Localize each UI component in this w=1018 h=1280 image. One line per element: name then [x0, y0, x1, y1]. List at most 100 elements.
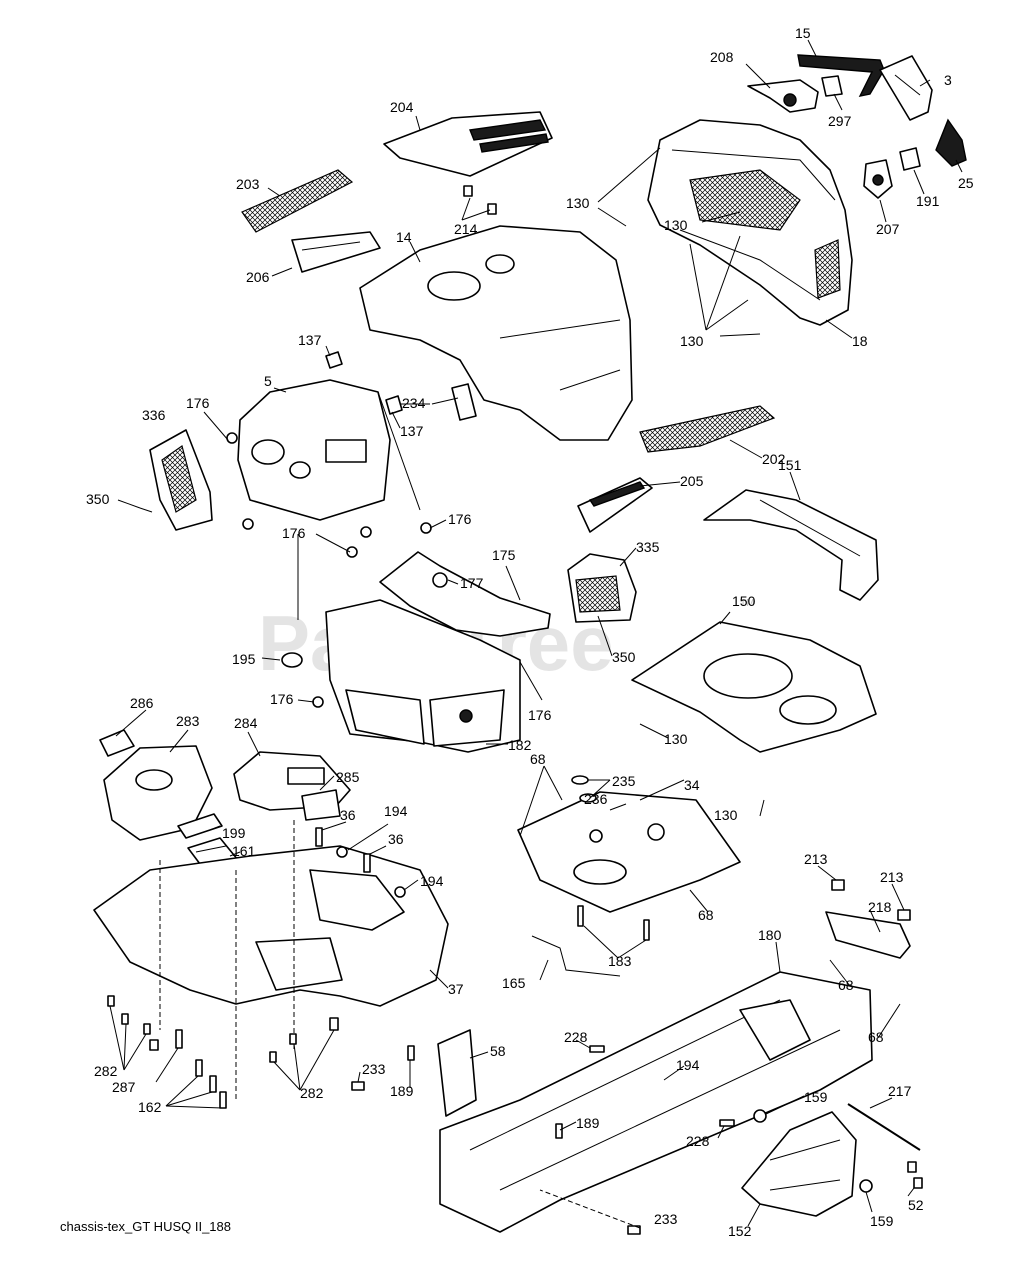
callout-37: 37 [448, 981, 464, 997]
callout-137-a: 137 [298, 332, 322, 348]
callout-152: 152 [728, 1223, 752, 1239]
callout-218: 218 [868, 899, 892, 915]
part-180-frame [439, 971, 873, 1233]
part-203-grille [241, 169, 354, 233]
part-286-cap [99, 729, 135, 757]
callout-205: 205 [680, 473, 704, 489]
part-150-pan [631, 621, 877, 753]
part-234-plate [451, 383, 477, 421]
part-297-clip [821, 75, 843, 97]
part-37-body [93, 820, 449, 1100]
part-182-front-cover [325, 599, 521, 753]
callout-208: 208 [710, 49, 734, 65]
callout-176-b: 176 [282, 525, 306, 541]
callout-194-b: 194 [420, 873, 444, 889]
callout-58: 58 [490, 1043, 506, 1059]
part-208-bracket [747, 79, 819, 113]
callout-130-c: 130 [680, 333, 704, 349]
callout-234: 234 [402, 395, 426, 411]
part-195-plug [281, 652, 303, 668]
callout-203: 203 [236, 176, 260, 192]
callout-5: 5 [264, 373, 272, 389]
part-204-cover [383, 111, 553, 177]
callout-137-b: 137 [400, 423, 424, 439]
callout-18: 18 [852, 333, 868, 349]
callout-350-b: 350 [612, 649, 636, 665]
part-350-screw-left [139, 507, 153, 513]
callout-207: 207 [876, 221, 900, 237]
callout-204: 204 [390, 99, 414, 115]
callout-180: 180 [758, 927, 782, 943]
callout-130-d: 130 [664, 731, 688, 747]
part-205-trim [577, 477, 653, 533]
callout-68-a: 68 [530, 751, 546, 767]
part-202-grille [639, 405, 776, 453]
callout-159-b: 159 [870, 1213, 894, 1229]
callout-130-e: 130 [714, 807, 738, 823]
callout-283: 283 [176, 713, 200, 729]
callout-213-b: 213 [880, 869, 904, 885]
callout-233-a: 233 [362, 1061, 386, 1077]
leader-lines [109, 39, 963, 1229]
part-189-bolts [407, 1045, 563, 1139]
part-206-bracket [291, 231, 381, 273]
part-36-bolts [315, 827, 371, 873]
part-162-screws [195, 1059, 227, 1109]
part-183-bolts [577, 905, 650, 941]
part-58-bracket [437, 1029, 477, 1117]
part-176-fasteners [226, 432, 432, 708]
callout-151: 151 [778, 457, 802, 473]
callout-235: 235 [612, 773, 636, 789]
part-228-bolts [589, 1045, 735, 1127]
callout-labels: 15 208 3 297 25 204 191 207 203 130 214 … [86, 25, 974, 1239]
callout-336: 336 [142, 407, 166, 423]
callout-68-b: 68 [698, 907, 714, 923]
callout-161: 161 [232, 843, 256, 859]
callout-199: 199 [222, 825, 246, 841]
callout-175: 175 [492, 547, 516, 563]
part-18-hood [647, 119, 853, 326]
part-285-handle [301, 789, 341, 821]
callout-284: 284 [234, 715, 258, 731]
callout-36-b: 36 [388, 831, 404, 847]
part-137-clip-top [325, 351, 343, 369]
callout-150: 150 [732, 593, 756, 609]
callout-287: 287 [112, 1079, 136, 1095]
part-283-fender-left [103, 745, 213, 841]
callout-189-a: 189 [390, 1083, 414, 1099]
callout-159-a: 159 [804, 1089, 828, 1105]
part-52-clips [907, 1161, 923, 1189]
part-191-clip [899, 147, 921, 171]
part-137-clip-side [385, 395, 403, 415]
diagram-caption: chassis-tex_GT HUSQ II_188 [60, 1219, 231, 1234]
callout-68-d: 68 [868, 1029, 884, 1045]
callout-191: 191 [916, 193, 940, 209]
part-3-panel [879, 55, 933, 121]
callout-34: 34 [684, 777, 700, 793]
callout-350-a: 350 [86, 491, 110, 507]
callout-195: 195 [232, 651, 256, 667]
callout-130-b: 130 [664, 217, 688, 233]
callout-183: 183 [608, 953, 632, 969]
callout-206: 206 [246, 269, 270, 285]
callout-297: 297 [828, 113, 852, 129]
callout-335: 335 [636, 539, 660, 555]
callout-214: 214 [454, 221, 478, 237]
callout-162: 162 [138, 1099, 162, 1115]
part-14-dash-panel [359, 225, 633, 441]
callout-3: 3 [944, 72, 952, 88]
callout-182: 182 [508, 737, 532, 753]
part-336-side-panel [149, 429, 213, 531]
callout-217: 217 [888, 1083, 912, 1099]
callout-233-b: 233 [654, 1211, 678, 1227]
callout-176-e: 176 [528, 707, 552, 723]
part-152-bracket [741, 1111, 857, 1217]
part-218-bracket [825, 911, 911, 959]
part-151-bracket [703, 489, 879, 601]
svg-text:TM: TM [740, 598, 754, 609]
callout-228-b: 228 [686, 1133, 710, 1149]
callout-176-a: 176 [186, 395, 210, 411]
callout-25: 25 [958, 175, 974, 191]
part-217-rod [847, 1103, 921, 1151]
